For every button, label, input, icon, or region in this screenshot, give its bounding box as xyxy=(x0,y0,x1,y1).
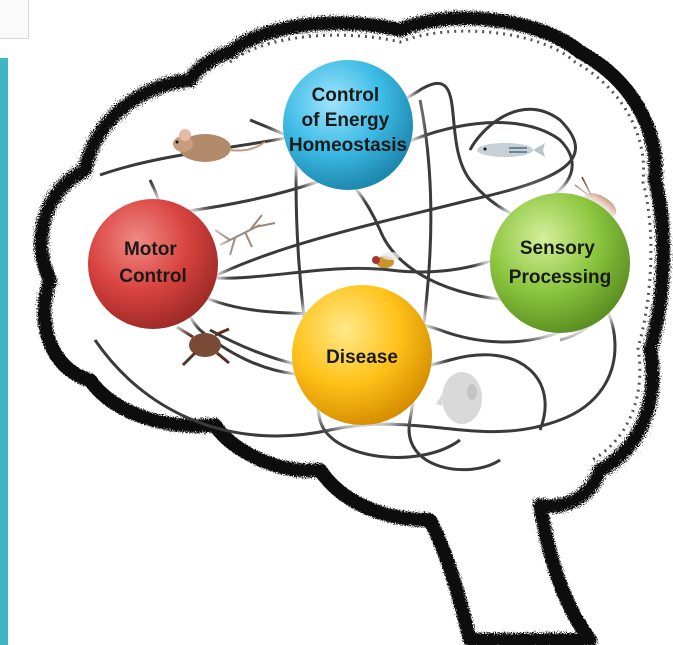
crayfish-icon xyxy=(176,325,230,367)
node-sensory-line-1: Sensory xyxy=(520,238,595,259)
node-sensory-processing: Sensory Processing xyxy=(481,184,639,342)
accent-side-bar xyxy=(0,58,8,645)
svg-text:Motor Control: Motor Control xyxy=(119,239,187,287)
svg-text:Disease: Disease xyxy=(326,347,398,368)
svg-text:Control of Energy: Control of Energy Homeostasis xyxy=(289,85,407,156)
node-energy-line-2: of Energy xyxy=(302,110,390,131)
mouse-icon xyxy=(173,129,266,162)
stick-insect-icon xyxy=(214,214,276,256)
node-control-of-energy-homeostasis: Control of Energy Homeostasis xyxy=(276,53,420,197)
node-sensory-line-2: Processing xyxy=(509,267,611,288)
window-corner xyxy=(0,0,29,39)
node-motor-control: Motor Control xyxy=(81,192,225,336)
node-motor-line-2: Control xyxy=(119,266,187,287)
svg-text:Sensory Processing: Sensory Processing xyxy=(509,238,611,288)
zebrafish-icon xyxy=(477,143,545,157)
node-energy-line-1: Control xyxy=(312,85,380,106)
brain-outline xyxy=(34,11,671,645)
node-energy-line-3: Homeostasis xyxy=(289,135,407,156)
node-motor-line-1: Motor xyxy=(124,239,177,260)
fruit-fly-icon xyxy=(372,252,400,268)
human-head-icon xyxy=(436,372,482,424)
node-disease-line-1: Disease xyxy=(326,347,398,368)
node-disease: Disease xyxy=(285,278,439,432)
